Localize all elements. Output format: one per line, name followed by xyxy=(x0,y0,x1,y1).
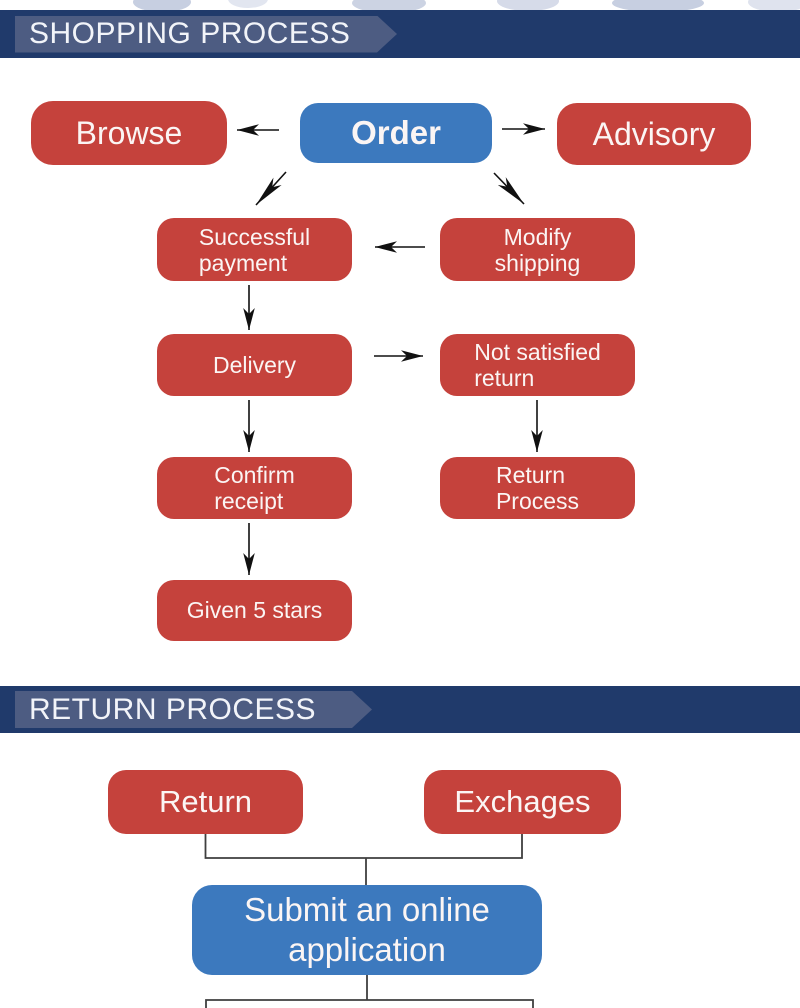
node-label: Given 5 stars xyxy=(186,597,323,623)
node-modify-shipping: Modify shipping xyxy=(440,218,635,281)
watermark-shape xyxy=(133,0,191,12)
node-label: Browse xyxy=(75,114,183,151)
banner-chevron-shape: SHOPPING PROCESS xyxy=(15,16,397,53)
return-process-banner: RETURN PROCESS xyxy=(0,686,800,733)
node-delivery: Delivery xyxy=(157,334,352,396)
node-label: Delivery xyxy=(212,351,297,378)
node-return: Return xyxy=(108,770,303,834)
bracket-return-exchages-to-submit xyxy=(204,834,523,885)
bracket-submit-to-next-steps xyxy=(205,975,534,1008)
node-label: Successful payment xyxy=(198,223,311,276)
node-confirm-receipt: Confirm receipt xyxy=(157,457,352,519)
node-label: Advisory xyxy=(592,115,716,152)
arrow-order-to-successful-payment xyxy=(255,171,287,206)
node-advisory: Advisory xyxy=(557,103,751,165)
node-label: Submit an online application xyxy=(244,891,490,968)
node-label: Exchages xyxy=(454,784,591,819)
watermark-shape xyxy=(228,0,268,8)
node-label: Modify shipping xyxy=(494,223,581,276)
node-successful-payment: Successful payment xyxy=(157,218,352,281)
return-process-title: RETURN PROCESS xyxy=(29,692,317,726)
arrow-order-to-modify-shipping xyxy=(493,172,525,205)
node-label: Not satisfied return xyxy=(474,339,601,391)
node-label: Confirm receipt xyxy=(214,462,295,514)
node-submit-online-application: Submit an online application xyxy=(192,885,542,975)
banner-chevron-shape: RETURN PROCESS xyxy=(15,691,372,728)
shopping-process-banner: SHOPPING PROCESS xyxy=(0,10,800,58)
node-not-satisfied-return: Not satisfied return xyxy=(440,334,635,396)
watermark-shape xyxy=(497,0,559,11)
node-order: Order xyxy=(300,103,492,163)
node-exchages: Exchages xyxy=(424,770,621,834)
node-label: Return xyxy=(158,784,253,819)
node-label: Return Process xyxy=(495,462,580,514)
shopping-process-title: SHOPPING PROCESS xyxy=(29,17,351,50)
watermark-shape xyxy=(748,0,800,12)
node-return-process: Return Process xyxy=(440,457,635,519)
node-browse: Browse xyxy=(31,101,227,165)
watermark-shape xyxy=(612,0,704,12)
watermark-shape xyxy=(352,0,426,13)
node-given-5-stars: Given 5 stars xyxy=(157,580,352,641)
node-label: Order xyxy=(351,114,441,151)
